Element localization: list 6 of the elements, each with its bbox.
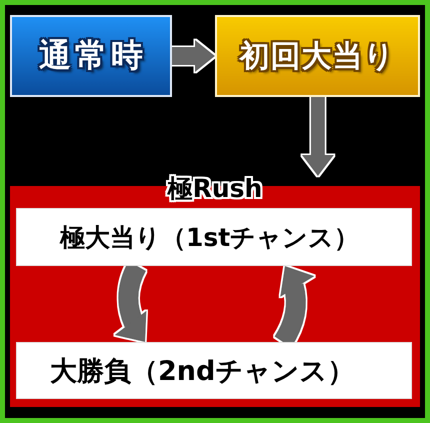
arrow: [172, 40, 215, 72]
state-box: 大勝負（2ndチャンス）: [16, 342, 412, 399]
state-box: 通常時: [10, 15, 172, 97]
state-box: 初回大当り: [215, 15, 420, 97]
state-box: 極大当り（1stチャンス）: [16, 208, 412, 266]
mode-panel: [10, 176, 420, 407]
